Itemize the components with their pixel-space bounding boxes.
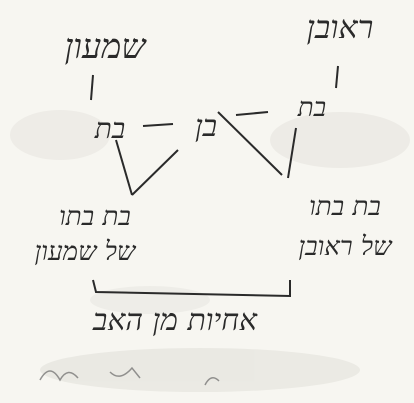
dash-left [143, 124, 173, 126]
label-bat-bat-shimon-2: של שמעון [35, 237, 137, 267]
shimon-descent-line [91, 75, 93, 100]
label-bat-bat-reuven-2: של ראובן [298, 232, 393, 262]
label-bat-bat-shimon-1: בת בתו [59, 202, 131, 232]
line-bat-to-left-grandchild [116, 140, 132, 195]
label-ben: בן [195, 109, 217, 144]
label-shimon-bat: בת [94, 112, 126, 145]
label-reuven-bat: בת [297, 93, 326, 123]
label-bottom-caption: אחיות מן האב [92, 303, 258, 338]
label-shimon-top: שמעון [65, 27, 148, 67]
reuven-descent-line [336, 66, 338, 88]
dash-right [236, 112, 268, 115]
line-ben-to-left-grandchild [132, 150, 178, 195]
label-bat-bat-reuven-1: בת בתו [309, 192, 381, 222]
label-reuven-top: ראובן [307, 8, 374, 46]
